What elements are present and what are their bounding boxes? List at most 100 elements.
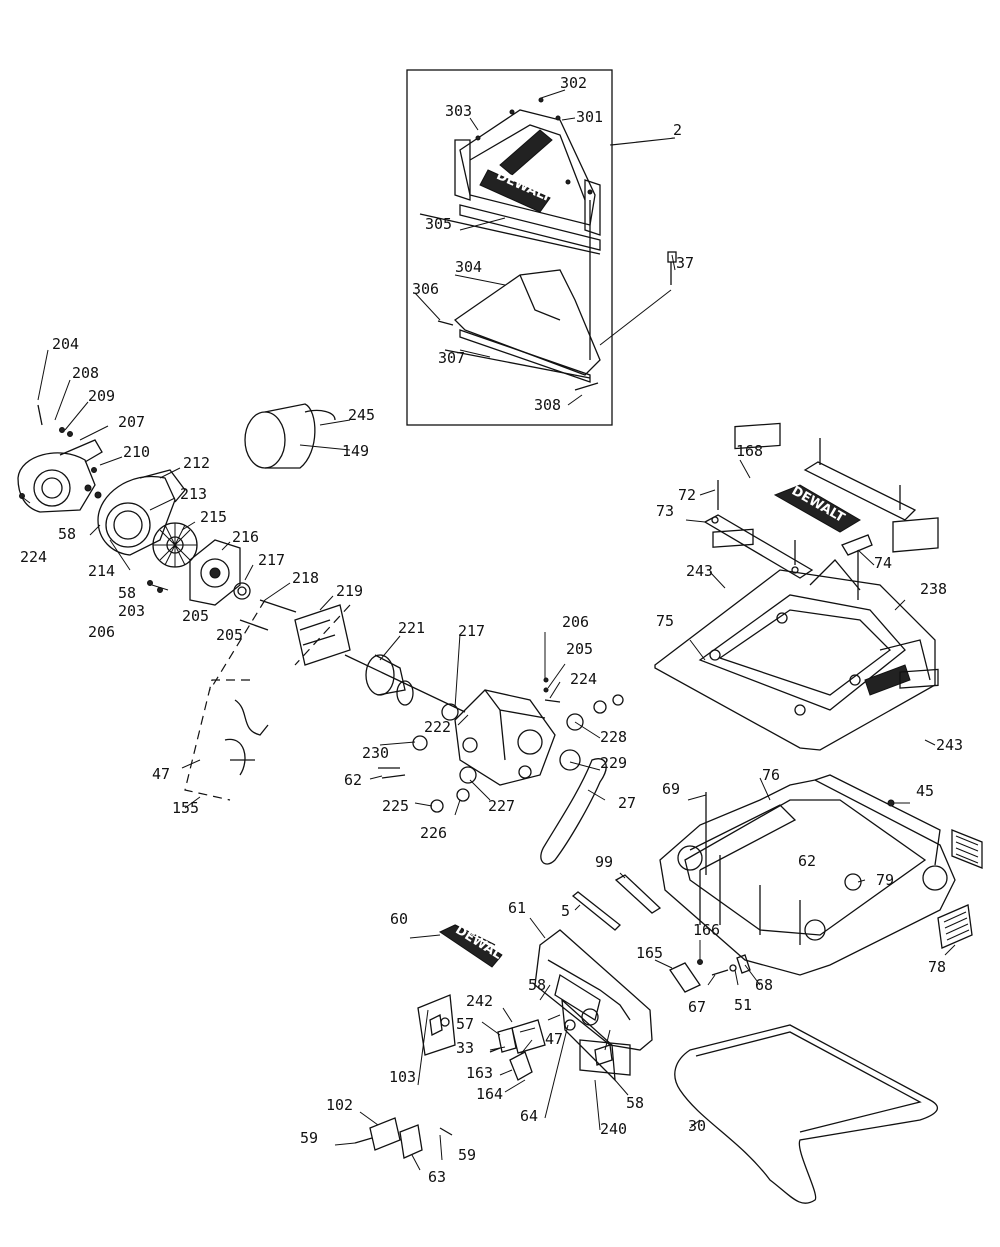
handle-74 [841,534,873,600]
callout-227: 227 [488,797,515,815]
callout-226: 226 [420,824,447,842]
callout-labels: 2 301 302 303 304 305 306 307 308 37 204… [20,74,963,1186]
callout-217-left: 217 [258,551,285,569]
callout-242: 242 [466,992,493,1010]
vent-grille-78 [937,829,983,949]
armature-221 [344,654,466,721]
screw-67 [711,969,729,976]
callout-103: 103 [389,1068,416,1086]
callout-5: 5 [561,902,570,920]
callout-64: 64 [520,1107,538,1125]
drive-belt-30 [674,1024,939,1204]
label-242 [511,1019,546,1054]
switch-box-103 [417,994,456,1056]
callout-215: 215 [200,508,227,526]
callout-224-right: 224 [570,670,597,688]
motor-fasteners [378,677,624,813]
callout-76: 76 [762,766,780,784]
switch-57 [497,1027,517,1053]
callout-205-a: 205 [182,607,209,625]
callout-305: 305 [425,215,452,233]
label-243-lower [899,668,939,689]
screw-59-right [439,1127,453,1136]
callout-68: 68 [755,976,773,994]
callout-2: 2 [673,121,682,139]
callout-212: 212 [183,454,210,472]
callout-221: 221 [398,619,425,637]
callout-37: 37 [676,254,694,272]
callout-164: 164 [476,1085,503,1103]
clip-68 [736,954,751,974]
callout-58-fan: 58 [58,525,76,543]
callout-229: 229 [600,754,627,772]
callout-218: 218 [292,569,319,587]
callout-58-lower: 58 [626,1094,644,1112]
screw-59-left [354,1137,373,1144]
callout-303: 303 [445,102,472,120]
callout-222: 222 [424,718,451,736]
callout-60: 60 [390,910,408,928]
callout-149: 149 [342,442,369,460]
callout-243-upper: 243 [686,562,713,580]
callout-59-right: 59 [458,1146,476,1164]
callout-206-right: 206 [562,613,589,631]
callout-205-right: 205 [566,640,593,658]
callout-33: 33 [456,1039,474,1057]
nut-79 [844,873,862,891]
callout-243-lower: 243 [936,736,963,754]
callout-57: 57 [456,1015,474,1033]
dewalt-logo-plate: DEWALT [479,168,554,213]
callout-72: 72 [678,486,696,504]
callout-155: 155 [172,799,199,817]
washer-51 [729,964,737,972]
callout-74: 74 [874,554,892,572]
callout-219: 219 [336,582,363,600]
callout-207: 207 [118,413,145,431]
bracket-99 [614,874,662,914]
callout-245: 245 [348,406,375,424]
leader-lines [21,89,956,1171]
label-243-upper [712,528,754,548]
callout-306: 306 [412,280,439,298]
callout-27: 27 [618,794,636,812]
callout-230: 230 [362,744,389,762]
bracket-165 [669,962,701,993]
callout-63: 63 [428,1168,446,1186]
callout-210: 210 [123,443,150,461]
callout-45: 45 [916,782,934,800]
knob-102 [369,1117,401,1151]
callout-79: 79 [876,871,894,889]
plate-right [803,438,917,521]
top-cover-75 [654,559,936,751]
callout-78: 78 [928,958,946,976]
callout-47-left: 47 [152,765,170,783]
callout-205-b: 205 [216,626,243,644]
callout-59-left: 59 [300,1129,318,1147]
callout-58-panel: 58 [528,976,546,994]
wire-5 [571,891,621,931]
callout-302: 302 [560,74,587,92]
callout-69: 69 [662,780,680,798]
base-frame-76 [659,774,956,976]
callout-73: 73 [656,502,674,520]
plate-73 [703,480,814,579]
label-168 [734,422,781,450]
callout-75: 75 [656,612,674,630]
label-240 [579,1039,631,1076]
callout-209: 209 [88,387,115,405]
motor-gear-housing-222 [454,689,556,786]
fan-impeller [152,522,198,568]
callout-99: 99 [595,853,613,871]
callout-225: 225 [382,797,409,815]
callout-228: 228 [600,728,627,746]
callout-62-right: 62 [798,852,816,870]
callout-240: 240 [600,1120,627,1138]
callout-301: 301 [576,108,603,126]
drive-belt-27 [540,758,607,865]
callout-214: 214 [88,562,115,580]
callout-217-right: 217 [458,622,485,640]
callout-165: 165 [636,944,663,962]
callout-304: 304 [455,258,482,276]
cutterhead-guard-kit-box: DEWALT [406,69,613,426]
callout-51: 51 [734,996,752,1014]
